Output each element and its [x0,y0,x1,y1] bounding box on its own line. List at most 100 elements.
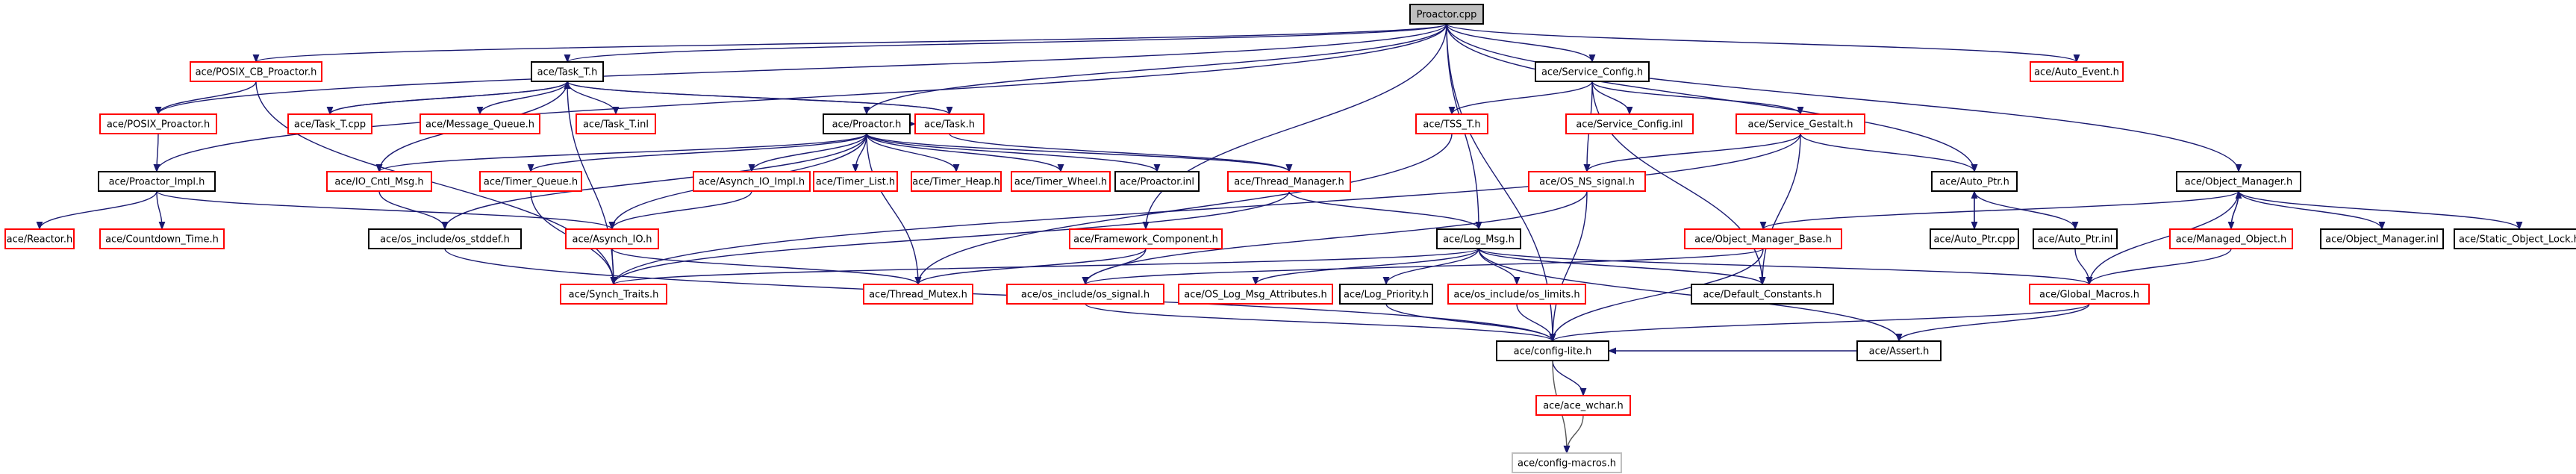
node-asynch-io[interactable]: ace/Asynch_IO.h [565,228,659,249]
node-box [1496,340,1609,361]
node-static-object-lock[interactable]: ace/Static_Object_Lock.h [2454,228,2576,249]
edge-root-to-config-lite [1446,23,1556,343]
node-object-manager-inl[interactable]: ace/Object_Manager.inl [2320,228,2444,249]
node-box [560,284,667,305]
node-posix-cb[interactable]: ace/POSIX_CB_Proactor.h [190,61,322,82]
node-asynch-io-impl[interactable]: ace/Asynch_IO_Impl.h [693,171,811,192]
node-label: ace/Task_T.cpp [294,119,366,131]
node-service-gestalt[interactable]: ace/Service_Gestalt.h [1735,113,1865,134]
node-root[interactable]: Proactor.cpp [1409,4,1484,25]
node-assert-h[interactable]: ace/Assert.h [1856,340,1942,361]
node-task-t-inl[interactable]: ace/Task_T.inl [576,113,656,134]
node-label: ace/Proactor.h [832,119,902,131]
node-config-macros[interactable]: ace/config-macros.h [1512,452,1622,473]
node-box [2320,228,2444,249]
node-label: ace/Object_Manager.h [2185,177,2293,188]
node-auto-ptr-h[interactable]: ace/Auto_Ptr.h [1931,171,2018,192]
node-auto-ptr-inl[interactable]: ace/Auto_Ptr.inl [2033,228,2118,249]
node-object-manager[interactable]: ace/Object_Manager.h [2176,171,2301,192]
node-box [1684,228,1842,249]
node-label: ace/Reactor.h [7,234,73,246]
node-os-log-msg-attr[interactable]: ace/OS_Log_Msg_Attributes.h [1178,284,1333,305]
node-auto-event[interactable]: ace/Auto_Event.h [2030,61,2124,82]
node-task-t-cpp[interactable]: ace/Task_T.cpp [287,113,372,134]
node-proactor-inl[interactable]: ace/Proactor.inl [1114,171,1200,192]
node-label: ace/POSIX_CB_Proactor.h [196,67,317,78]
node-proactor-h[interactable]: ace/Proactor.h [823,113,911,134]
node-box [420,113,540,134]
node-managed-object[interactable]: ace/Managed_Object.h [2169,228,2293,249]
node-label: ace/config-lite.h [1514,346,1592,358]
edge-service-gestalt-to-os-ns-signal [1583,133,1801,173]
node-reactor[interactable]: ace/Reactor.h [4,228,75,249]
node-service-config-inl[interactable]: ace/Service_Config.inl [1565,113,1694,134]
edge-tss-t-to-thread-mutex [914,133,1453,286]
node-proactor-impl[interactable]: ace/Proactor_Impl.h [98,171,216,192]
edge-global-macros-to-assert-h [1895,303,2090,343]
node-box [2169,228,2293,249]
node-task-t-h[interactable]: ace/Task_T.h [531,61,604,82]
edge-log-msg-to-default-constants [1478,248,1766,286]
edge-proactor-impl-to-asynch-io [156,190,616,231]
edge-os-ns-signal-to-config-lite [1549,190,1588,343]
node-synch-traits[interactable]: ace/Synch_Traits.h [560,284,667,305]
edge-os-stddef-to-config-lite [444,248,1556,343]
node-thread-mutex[interactable]: ace/Thread_Mutex.h [863,284,973,305]
node-timer-wheel[interactable]: ace/Timer_Wheel.h [1011,171,1111,192]
node-tss-t[interactable]: ace/TSS_T.h [1415,113,1488,134]
node-object-manager-base[interactable]: ace/Object_Manager_Base.h [1684,228,1842,249]
node-task-h[interactable]: ace/Task.h [914,113,985,134]
node-os-signal[interactable]: ace/os_include/os_signal.h [1006,284,1164,305]
node-timer-heap[interactable]: ace/Timer_Heap.h [911,171,1002,192]
node-countdown-time[interactable]: ace/Countdown_Time.h [99,228,225,249]
node-box [1930,228,2019,249]
edge-object-manager-to-global-macros [2086,190,2239,286]
node-log-priority[interactable]: ace/Log_Priority.h [1339,284,1433,305]
node-label: ace/os_include/os_signal.h [1021,290,1150,301]
node-box [1931,171,2018,192]
node-os-ns-signal[interactable]: ace/OS_NS_signal.h [1528,171,1646,192]
node-os-stddef[interactable]: ace/os_include/os_stddef.h [368,228,522,249]
node-os-limits[interactable]: ace/os_include/os_limits.h [1447,284,1586,305]
node-io-cntl-msg[interactable]: ace/IO_Cntl_Msg.h [326,171,432,192]
node-global-macros[interactable]: ace/Global_Macros.h [2029,284,2150,305]
edge-ace-wchar-to-config-macros [1563,414,1584,455]
edge-object-manager-to-object-manager-base [1759,190,2239,231]
node-service-config[interactable]: ace/Service_Config.h [1535,61,1650,82]
node-label: ace/Object_Manager_Base.h [1694,234,1832,246]
node-label: ace/config-macros.h [1518,458,1616,470]
node-timer-list[interactable]: ace/Timer_List.h [813,171,898,192]
edge-posix-proactor-to-proactor-impl [153,133,160,173]
edge-task-h-to-task-t-h [564,80,950,115]
node-label: ace/ace_wchar.h [1543,401,1624,412]
edge-object-manager-base-to-os-signal [1082,248,1764,286]
node-label: ace/Service_Gestalt.h [1747,119,1853,131]
node-box [693,171,811,192]
node-box [1535,61,1650,82]
node-label: ace/Message_Queue.h [425,119,534,131]
node-thread-manager[interactable]: ace/Thread_Manager.h [1227,171,1351,192]
node-posix-proactor[interactable]: ace/POSIX_Proactor.h [99,113,217,134]
node-label: ace/Countdown_Time.h [105,234,219,246]
node-config-lite[interactable]: ace/config-lite.h [1496,340,1609,361]
node-label: ace/Proactor_Impl.h [109,177,205,188]
node-box [368,228,522,249]
node-box [813,171,898,192]
node-label: ace/Global_Macros.h [2039,290,2139,301]
node-box [531,61,604,82]
edge-managed-object-to-global-macros [2086,248,2232,286]
node-framework-component[interactable]: ace/Framework_Component.h [1069,228,1223,249]
node-label: ace/Default_Constants.h [1703,290,1821,301]
node-log-msg[interactable]: ace/Log_Msg.h [1436,228,1521,249]
edge-root-to-object-manager [1446,23,2242,173]
node-box [1178,284,1333,305]
node-timer-queue[interactable]: ace/Timer_Queue.h [479,171,582,192]
node-message-queue[interactable]: ace/Message_Queue.h [420,113,540,134]
edge-proactor-h-to-timer-heap [866,133,960,173]
node-ace-wchar[interactable]: ace/ace_wchar.h [1535,395,1631,416]
node-label: ace/Timer_List.h [816,177,895,188]
edge-thread-manager-to-log-msg [1288,190,1482,231]
edge-service-config-to-tss-t [1448,81,1593,116]
node-auto-ptr-cpp[interactable]: ace/Auto_Ptr.cpp [1930,228,2019,249]
node-default-constants[interactable]: ace/Default_Constants.h [1691,284,1834,305]
